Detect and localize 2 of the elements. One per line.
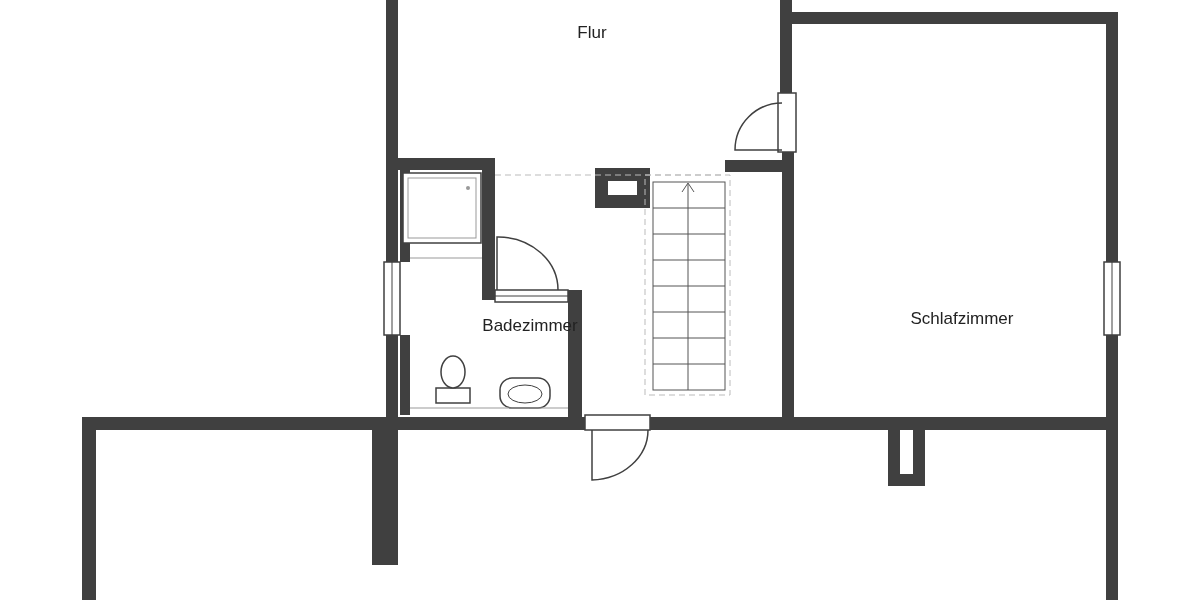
room-label: Schlafzimmer <box>910 308 1014 331</box>
room-label: Flur <box>577 22 607 45</box>
